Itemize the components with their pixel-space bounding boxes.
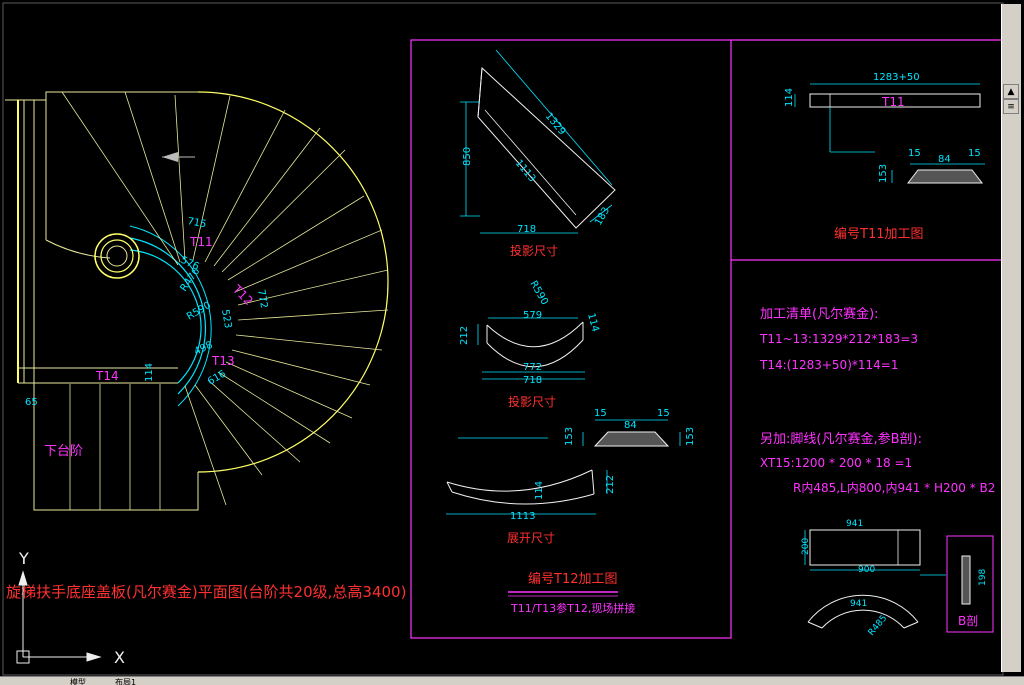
dim-523: 523 <box>219 309 233 330</box>
t12-panel-frame <box>410 39 732 639</box>
svg-text:153: 153 <box>564 427 575 446</box>
plan-dimensions: 715 576 R476 523 R590 498 616 772 114 65… <box>25 216 269 408</box>
list-heading-2: 另加:脚线(凡尔赛金,参B剖): <box>760 431 922 447</box>
ucs-y-label: Y <box>18 549 29 568</box>
dim-r590: R590 <box>185 300 213 323</box>
t12-unfold-label: 展开尺寸 <box>507 531 555 545</box>
svg-text:114: 114 <box>585 312 601 333</box>
list-heading: 加工清单(凡尔赛金): <box>760 306 879 322</box>
scroll-thumb[interactable]: ≡ <box>1003 99 1019 114</box>
scroll-up-icon[interactable]: ▲ <box>1003 84 1019 99</box>
list-line-4: R内485,L内800,内941 * H200 * B2 <box>793 481 995 495</box>
svg-text:1283+50: 1283+50 <box>873 72 920 83</box>
svg-text:R485: R485 <box>867 614 890 638</box>
svg-text:850: 850 <box>462 147 473 166</box>
tab-layout1[interactable]: 布局1 <box>115 678 137 685</box>
t12-projection-label-1: 投影尺寸 <box>510 243 558 258</box>
dim-65: 65 <box>25 397 38 408</box>
section-b-label: B剖 <box>958 614 978 628</box>
list-line-3: XT15:1200 * 200 * 18 =1 <box>760 456 912 470</box>
svg-text:114: 114 <box>784 88 795 107</box>
t12-title: 编号T12加工图 <box>528 572 617 587</box>
t12-note: T11/T13参T12,现场拼接 <box>510 601 635 615</box>
svg-text:1113: 1113 <box>513 158 538 185</box>
vertical-scrollbar[interactable]: ▲ ≡ <box>1001 4 1021 672</box>
svg-text:153: 153 <box>685 427 696 446</box>
dim-715: 715 <box>186 216 207 230</box>
dim-616: 616 <box>206 369 228 388</box>
label-t11: T11 <box>189 235 213 249</box>
t11-drawings: 1283+50 114 T11 15 84 15 153 <box>784 72 985 184</box>
svg-text:941: 941 <box>846 519 863 529</box>
svg-text:84: 84 <box>938 154 951 165</box>
svg-text:900: 900 <box>858 565 875 575</box>
ucs-icon <box>16 570 102 664</box>
t11-title: 编号T11加工图 <box>834 227 923 242</box>
svg-text:84: 84 <box>624 420 637 431</box>
svg-text:R590: R590 <box>527 279 550 307</box>
t12-drawings: 1329 1113 850 718 183 投影尺寸 579 212 772 7… <box>446 49 696 545</box>
svg-text:718: 718 <box>523 375 542 386</box>
stair-plan <box>5 91 389 511</box>
skirting-drawings: 941 200 900 941 R485 198 B剖 <box>801 519 994 638</box>
dim-114: 114 <box>144 363 155 382</box>
svg-text:579: 579 <box>523 310 542 321</box>
svg-text:114: 114 <box>534 481 545 500</box>
svg-text:718: 718 <box>517 224 536 235</box>
list-line-2: T14:(1283+50)*114=1 <box>759 358 898 372</box>
lower-step-label: 下台阶 <box>44 444 83 459</box>
t12-projection-label-2: 投影尺寸 <box>508 394 556 409</box>
label-t12: T12 <box>229 282 256 309</box>
tab-model[interactable]: 模型 <box>70 678 86 685</box>
svg-text:15: 15 <box>968 148 981 159</box>
svg-text:15: 15 <box>657 408 670 419</box>
label-t14: T14 <box>95 369 119 383</box>
plan-title: 旋梯扶手底座盖板(凡尔赛金)平面图(台阶共20级,总高3400) <box>6 583 406 601</box>
svg-text:772: 772 <box>523 362 542 373</box>
cutting-list: 加工清单(凡尔赛金): T11~13:1329*212*183=3 T14:(1… <box>759 306 995 495</box>
svg-text:15: 15 <box>908 148 921 159</box>
svg-text:200: 200 <box>801 538 811 555</box>
svg-text:153: 153 <box>878 164 889 183</box>
list-line-1: T11~13:1329*212*183=3 <box>759 332 918 346</box>
dim-772: 772 <box>255 289 269 310</box>
svg-text:941: 941 <box>850 599 867 609</box>
svg-text:198: 198 <box>978 569 988 586</box>
svg-text:212: 212 <box>459 326 470 345</box>
label-t13: T13 <box>211 354 235 368</box>
svg-text:212: 212 <box>605 475 616 494</box>
ucs-x-label: X <box>114 648 125 667</box>
t11-bar-label: T11 <box>881 95 905 109</box>
svg-text:1329: 1329 <box>543 111 568 138</box>
svg-text:15: 15 <box>594 408 607 419</box>
svg-text:1113: 1113 <box>510 511 535 522</box>
layout-tabs-bar: 模型 布局1 <box>0 676 1024 685</box>
